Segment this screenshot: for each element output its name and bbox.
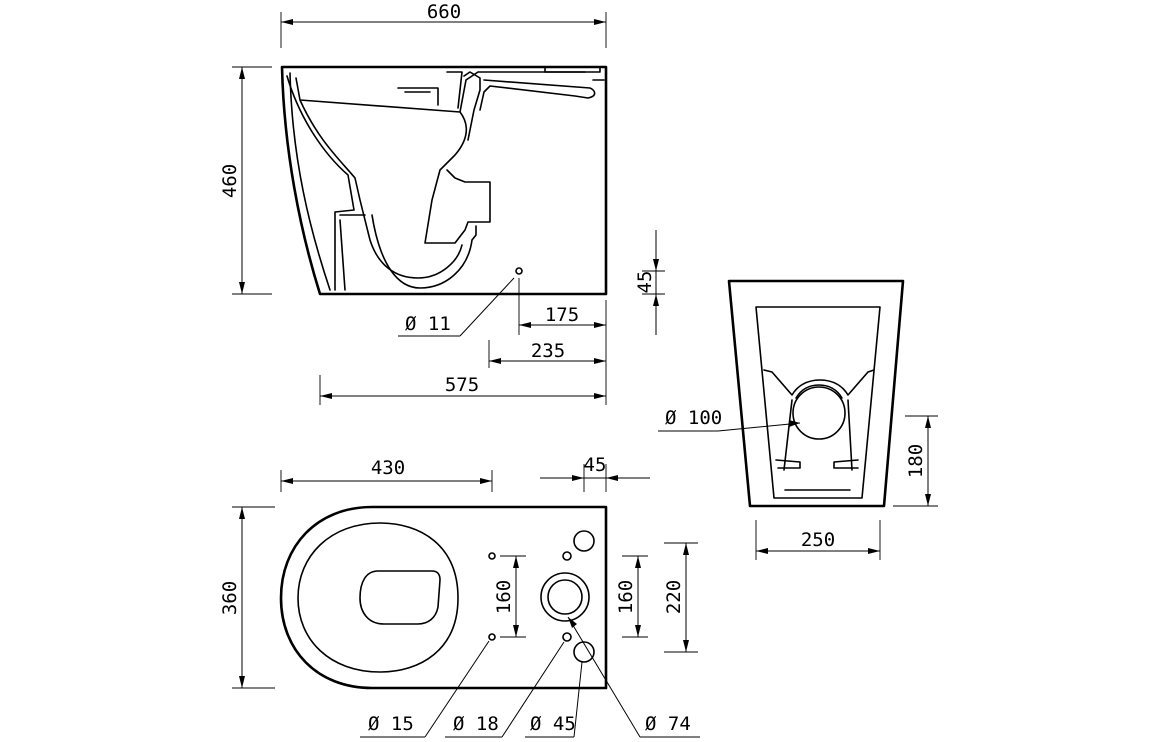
dim-235-label: 235 [531,340,565,362]
hole-18-label: Ø 18 [453,713,499,735]
plan-fixing-hole-bottom [488,633,496,641]
plan-hole-45-bottom [573,641,595,663]
plan-hole-18-bottom [562,632,572,642]
front-view-outlet [792,386,846,440]
side-view-bowl [295,66,601,279]
plan-spacing-left-label: 160 [493,580,515,614]
side-view: 660 460 45 Ø 11 175 235 [219,1,665,405]
side-view-inner-wall [289,72,331,291]
side-offset-label: 45 [634,271,656,294]
front-view-inner-outline [755,306,881,499]
plan-depth-label: 360 [219,581,241,615]
dim-575-label: 575 [445,374,479,396]
plan-fixing-hole-top [488,552,496,560]
side-view-fixing-hole [515,267,523,275]
hole-15-label: Ø 15 [368,713,414,735]
dim-175-label: 175 [545,304,579,326]
hole-45-label: Ø 45 [530,713,576,735]
side-view-bowl-lower [371,214,477,289]
plan-spacing-220-label: 220 [663,580,685,614]
side-height-label: 460 [219,164,241,198]
front-height-label: 180 [905,444,927,478]
plan-length-label: 430 [371,457,405,479]
plan-view-bowl-opening [359,570,441,625]
plan-spacing-right-label: 160 [615,580,637,614]
plan-hole-45-top [573,530,595,552]
side-view-outline [280,65,608,296]
fixing-hole-diameter-label: Ø 11 [405,313,451,335]
front-view-bowl [763,369,875,491]
hole-74-label: Ø 74 [645,713,691,735]
plan-hole-18-top [562,551,572,561]
side-view-inlet [397,66,605,141]
front-view: Ø 100 180 250 [658,279,938,560]
front-view-outlet-rim [795,384,843,399]
plan-view: 430 45 360 160 160 220 [219,454,700,738]
plan-view-seat [297,522,459,673]
plan-outlet-74-inner [547,579,583,615]
front-width-label: 250 [801,529,835,551]
outlet-diameter-label: Ø 100 [665,407,722,429]
plan-offset-label: 45 [584,454,607,476]
plan-outlet-74-outer [540,572,590,622]
side-width-label: 660 [427,1,461,23]
side-view-bowl-outer [286,75,366,291]
front-view-outline [727,279,905,508]
plan-view-outline [279,505,608,690]
